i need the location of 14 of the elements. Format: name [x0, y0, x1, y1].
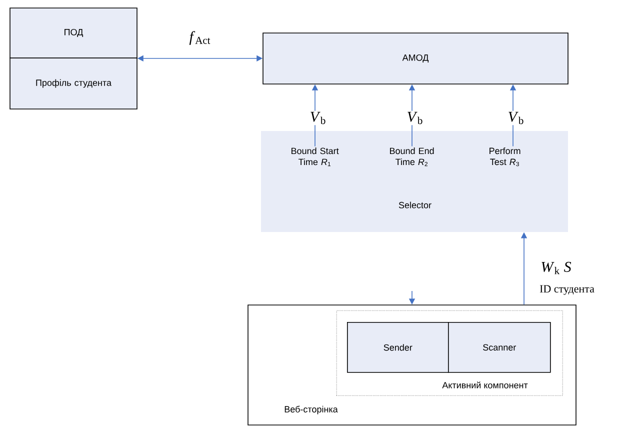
edge-label: W$_{k}$ S — [540, 260, 572, 276]
note-label: ID студента — [538, 284, 596, 296]
item-label: Bound End Time R$_{2}$ — [390, 148, 434, 166]
edge-label: V$_{b}$ — [406, 110, 424, 126]
edge-label: f$_{Act}$ — [188, 30, 212, 46]
box: Профіль студента — [10, 58, 138, 110]
box: АМОД — [262, 32, 568, 84]
box: ПОД — [10, 8, 138, 58]
edge-label: V$_{b}$ — [506, 110, 526, 126]
item-label: Perform Test R$_{3}$ — [490, 147, 520, 166]
box: Sender — [347, 322, 449, 373]
edge-label: V$_{b}$ — [308, 110, 328, 126]
item-label: Bound Start Time R$_{1}$ — [292, 148, 339, 166]
box: Scanner — [448, 322, 551, 373]
